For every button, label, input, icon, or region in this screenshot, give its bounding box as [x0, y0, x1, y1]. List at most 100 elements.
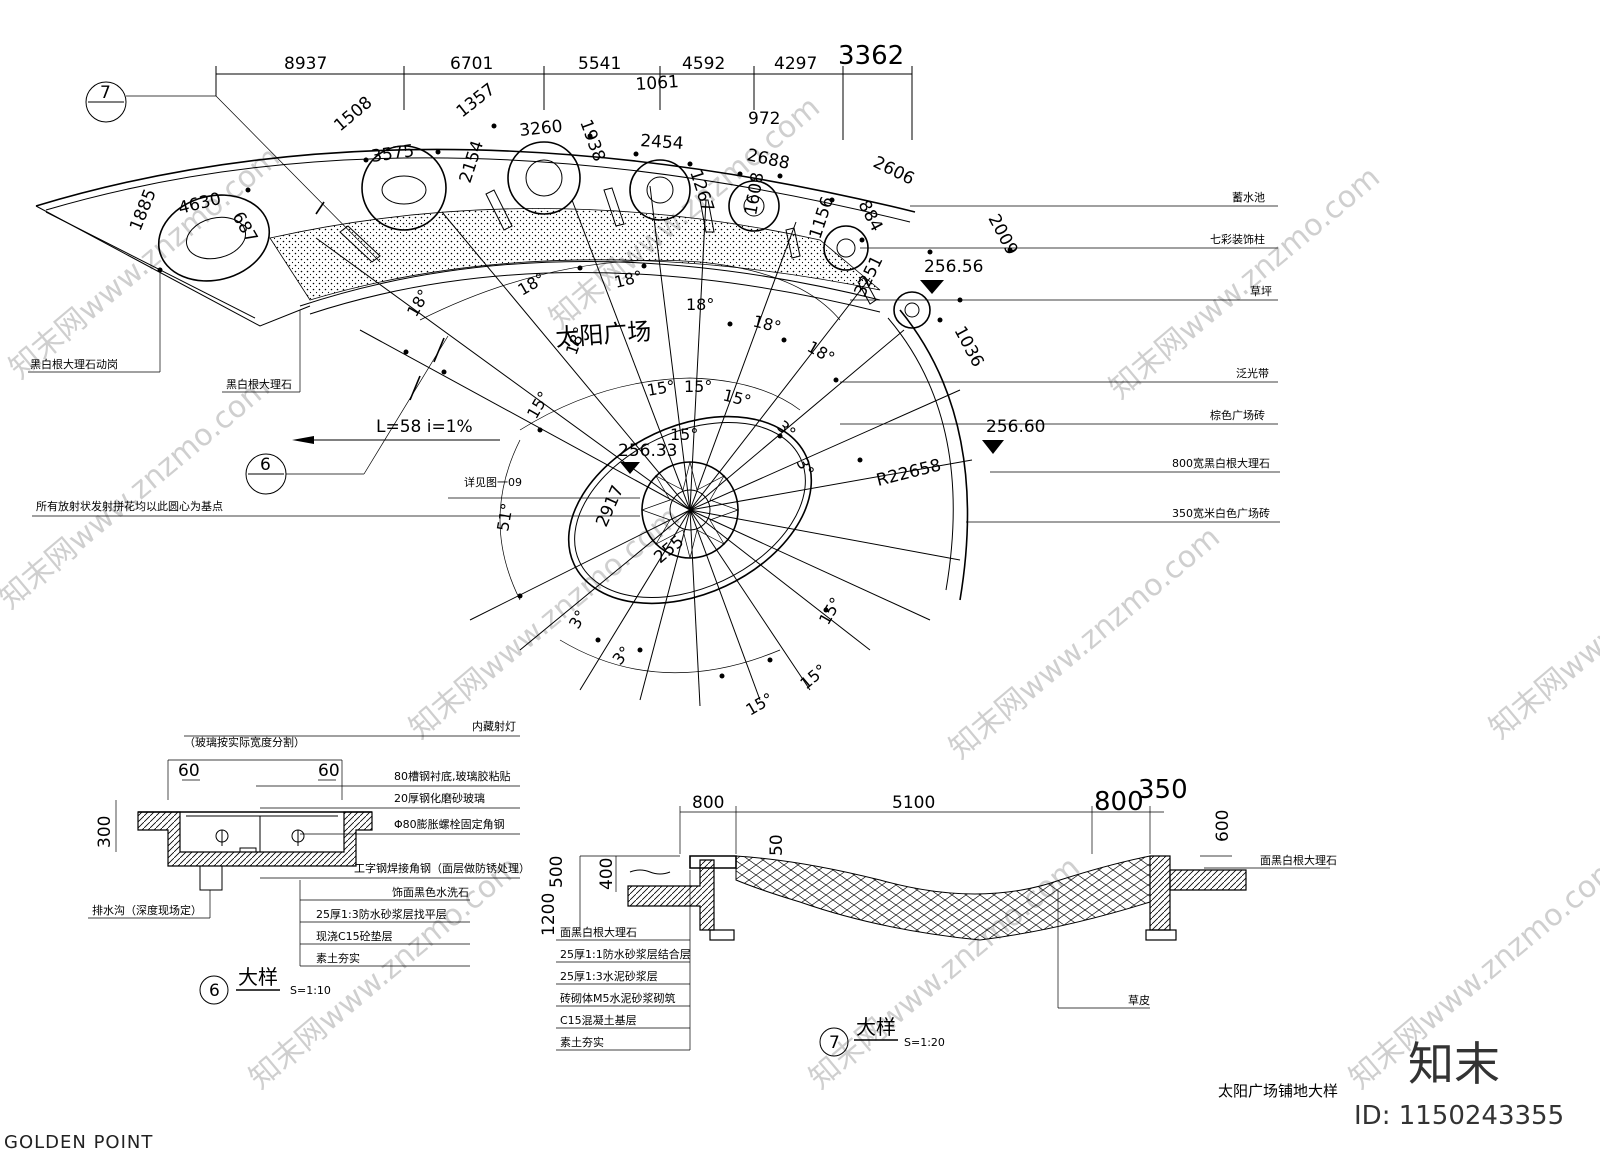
- angle-label: 15°: [645, 376, 676, 400]
- angle-label: 18°: [804, 337, 838, 368]
- plan-title: 太阳广场: [554, 317, 652, 352]
- detail7-label: 砖砌体M5水泥砂浆砌筑: [560, 991, 676, 1005]
- label-800-marble: 800宽黑白根大理石: [1172, 456, 1270, 470]
- center-note: 所有放射状发射拼花均以此圆心为基点: [36, 499, 223, 513]
- angle-label: 15°: [523, 388, 554, 422]
- detail7-dim: 1200: [539, 893, 559, 936]
- section-ref-6: 6: [260, 455, 271, 475]
- watermark: 知末网www.znzmo.com: [3, 140, 287, 386]
- angle-label: 15°: [684, 377, 712, 396]
- detail7-right-label: 面黑白根大理石: [1260, 853, 1337, 867]
- plan-dim: 3575: [370, 141, 416, 167]
- plan-dim: 2606: [870, 153, 918, 190]
- detail6-number: 6: [209, 981, 220, 1001]
- label-reservoir: 蓄水池: [1232, 191, 1265, 204]
- label-lawn: 草坪: [1250, 285, 1272, 298]
- detail7-label: 25厚1:3水泥砂浆层: [560, 969, 658, 983]
- detail6-dim: 300: [95, 816, 115, 848]
- footer-text: GOLDEN POINT: [4, 1132, 153, 1152]
- angle-label: 51°: [493, 501, 517, 532]
- detail6-drain: 排水沟（深度现场定）: [92, 903, 202, 917]
- plan-dim: 2917: [592, 482, 628, 530]
- angle-label: 18°: [686, 295, 714, 314]
- top-dim-6: 3362: [838, 41, 904, 71]
- detail7-dim: 50: [767, 834, 787, 856]
- detail7-number: 7: [829, 1033, 840, 1053]
- angle-label: 15°: [796, 660, 830, 693]
- dimension-dots: [157, 123, 1013, 679]
- plan-dim: 2009: [984, 211, 1022, 259]
- label-marble-edge: 黑白根大理石动岗: [30, 357, 118, 371]
- pools: [157, 141, 931, 329]
- angle-label: 15°: [743, 689, 777, 720]
- detail6-label: Φ80膨胀螺栓固定角钢: [394, 817, 505, 831]
- plan-dim: 1156: [806, 194, 838, 241]
- label-columns: 七彩装饰柱: [1210, 232, 1265, 246]
- detail-reference: 详见图一09: [464, 475, 522, 489]
- detail7-label: 素土夯实: [560, 1035, 604, 1049]
- detail7-scale: S=1:20: [904, 1036, 945, 1049]
- detail6-label: 素土夯实: [316, 951, 360, 965]
- detail-6: （玻璃按实际宽度分割） 内藏射灯 60 60 300 排水沟（深度现场定） 80…: [88, 719, 530, 1005]
- angle-label: 15°: [670, 425, 698, 444]
- detail6-top-note: （玻璃按实际宽度分割）: [184, 735, 305, 749]
- detail6-label: 25厚1:3防水砂浆层找平层: [316, 907, 447, 921]
- angle-label: 18°: [751, 311, 783, 336]
- detail7-title: 大样: [856, 1015, 896, 1039]
- angle-label: 3°: [609, 642, 635, 668]
- label-marble: 黑白根大理石: [226, 377, 292, 391]
- detail7-label: 25厚1:1防水砂浆层结合层: [560, 947, 691, 961]
- detail6-labels: 80槽钢衬底,玻璃胶粘贴 20厚钢化磨砂玻璃 Φ80膨胀螺栓固定角钢 工字钢焊接…: [256, 769, 530, 967]
- plan-dim: 2154: [456, 138, 488, 185]
- detail7-label: C15混凝土基层: [560, 1013, 637, 1027]
- sheet-title: 太阳广场铺地大样: [1218, 1082, 1338, 1100]
- detail6-scale: S=1:10: [290, 984, 331, 997]
- elevation-2: 256.60: [986, 417, 1045, 437]
- top-dim-3: 5541: [578, 54, 621, 74]
- label-floodlight: 泛光带: [1236, 366, 1269, 380]
- section-ref-7: 7: [100, 83, 111, 103]
- angle-label: 3°: [793, 455, 819, 480]
- top-dim-1: 8937: [284, 54, 327, 74]
- detail-7: 800 5100 800 350 50 500 400 1200 600 面黑白…: [539, 775, 1337, 1057]
- detail7-dim: 800: [692, 793, 724, 813]
- angle-label: 3°: [773, 417, 799, 443]
- top-dim-4: 4592: [682, 54, 725, 74]
- detail6-label: 现浇C15砼垫层: [316, 929, 393, 943]
- detail7-dim: 600: [1213, 810, 1233, 842]
- watermark: 知末网www.znzmo.com: [243, 850, 527, 1096]
- detail6-label: 20厚钢化磨砂玻璃: [394, 791, 485, 805]
- detail7-labels: 面黑白根大理石 25厚1:1防水砂浆层结合层 25厚1:3水泥砂浆层 砖砌体M5…: [556, 870, 691, 1051]
- angle-label: 15°: [721, 385, 753, 410]
- image-id: ID: 1150243355: [1354, 1101, 1564, 1131]
- detail7-grass: 草皮: [1128, 994, 1150, 1007]
- label-brown-tile: 棕色广场砖: [1210, 408, 1265, 422]
- top-dim-5: 4297: [774, 54, 817, 74]
- detail6-title: 大样: [238, 965, 278, 989]
- lawn-band: [269, 208, 881, 301]
- detail6-label: 饰面黑色水洗石: [392, 885, 469, 899]
- plan-dim: 1885: [126, 186, 161, 234]
- plan-radius: R22658: [874, 456, 943, 491]
- angle-label: 18°: [403, 286, 434, 320]
- plan-dim: 1036: [950, 323, 988, 371]
- plan-dim: 687: [228, 209, 262, 247]
- elevation-1: 256.56: [924, 257, 983, 277]
- plan-dim: 2454: [640, 131, 685, 154]
- detail7-dim: 500: [547, 856, 567, 888]
- plan-dim: 1357: [453, 80, 499, 122]
- detail7-dim: 350: [1138, 775, 1188, 805]
- detail6-label: 80槽钢衬底,玻璃胶粘贴: [394, 769, 511, 783]
- plan-dim: 3260: [518, 117, 563, 141]
- detail6-dim: 60: [178, 761, 200, 781]
- detail7-label: 面黑白根大理石: [560, 925, 637, 939]
- angle-label: 15°: [815, 594, 846, 628]
- detail6-light-label: 内藏射灯: [472, 719, 516, 733]
- top-dimension-chain: 8937 6701 5541 4592 4297 3362: [215, 41, 913, 140]
- plan-dim: 1938: [575, 117, 609, 164]
- elevation-3: 256.33: [618, 441, 677, 461]
- detail6-label: 工字钢焊接角钢（面层做防锈处理）: [354, 861, 530, 875]
- watermark: 知末网www.znzmo.com: [1483, 500, 1600, 746]
- label-350-tile: 350宽米白色广场砖: [1172, 506, 1270, 520]
